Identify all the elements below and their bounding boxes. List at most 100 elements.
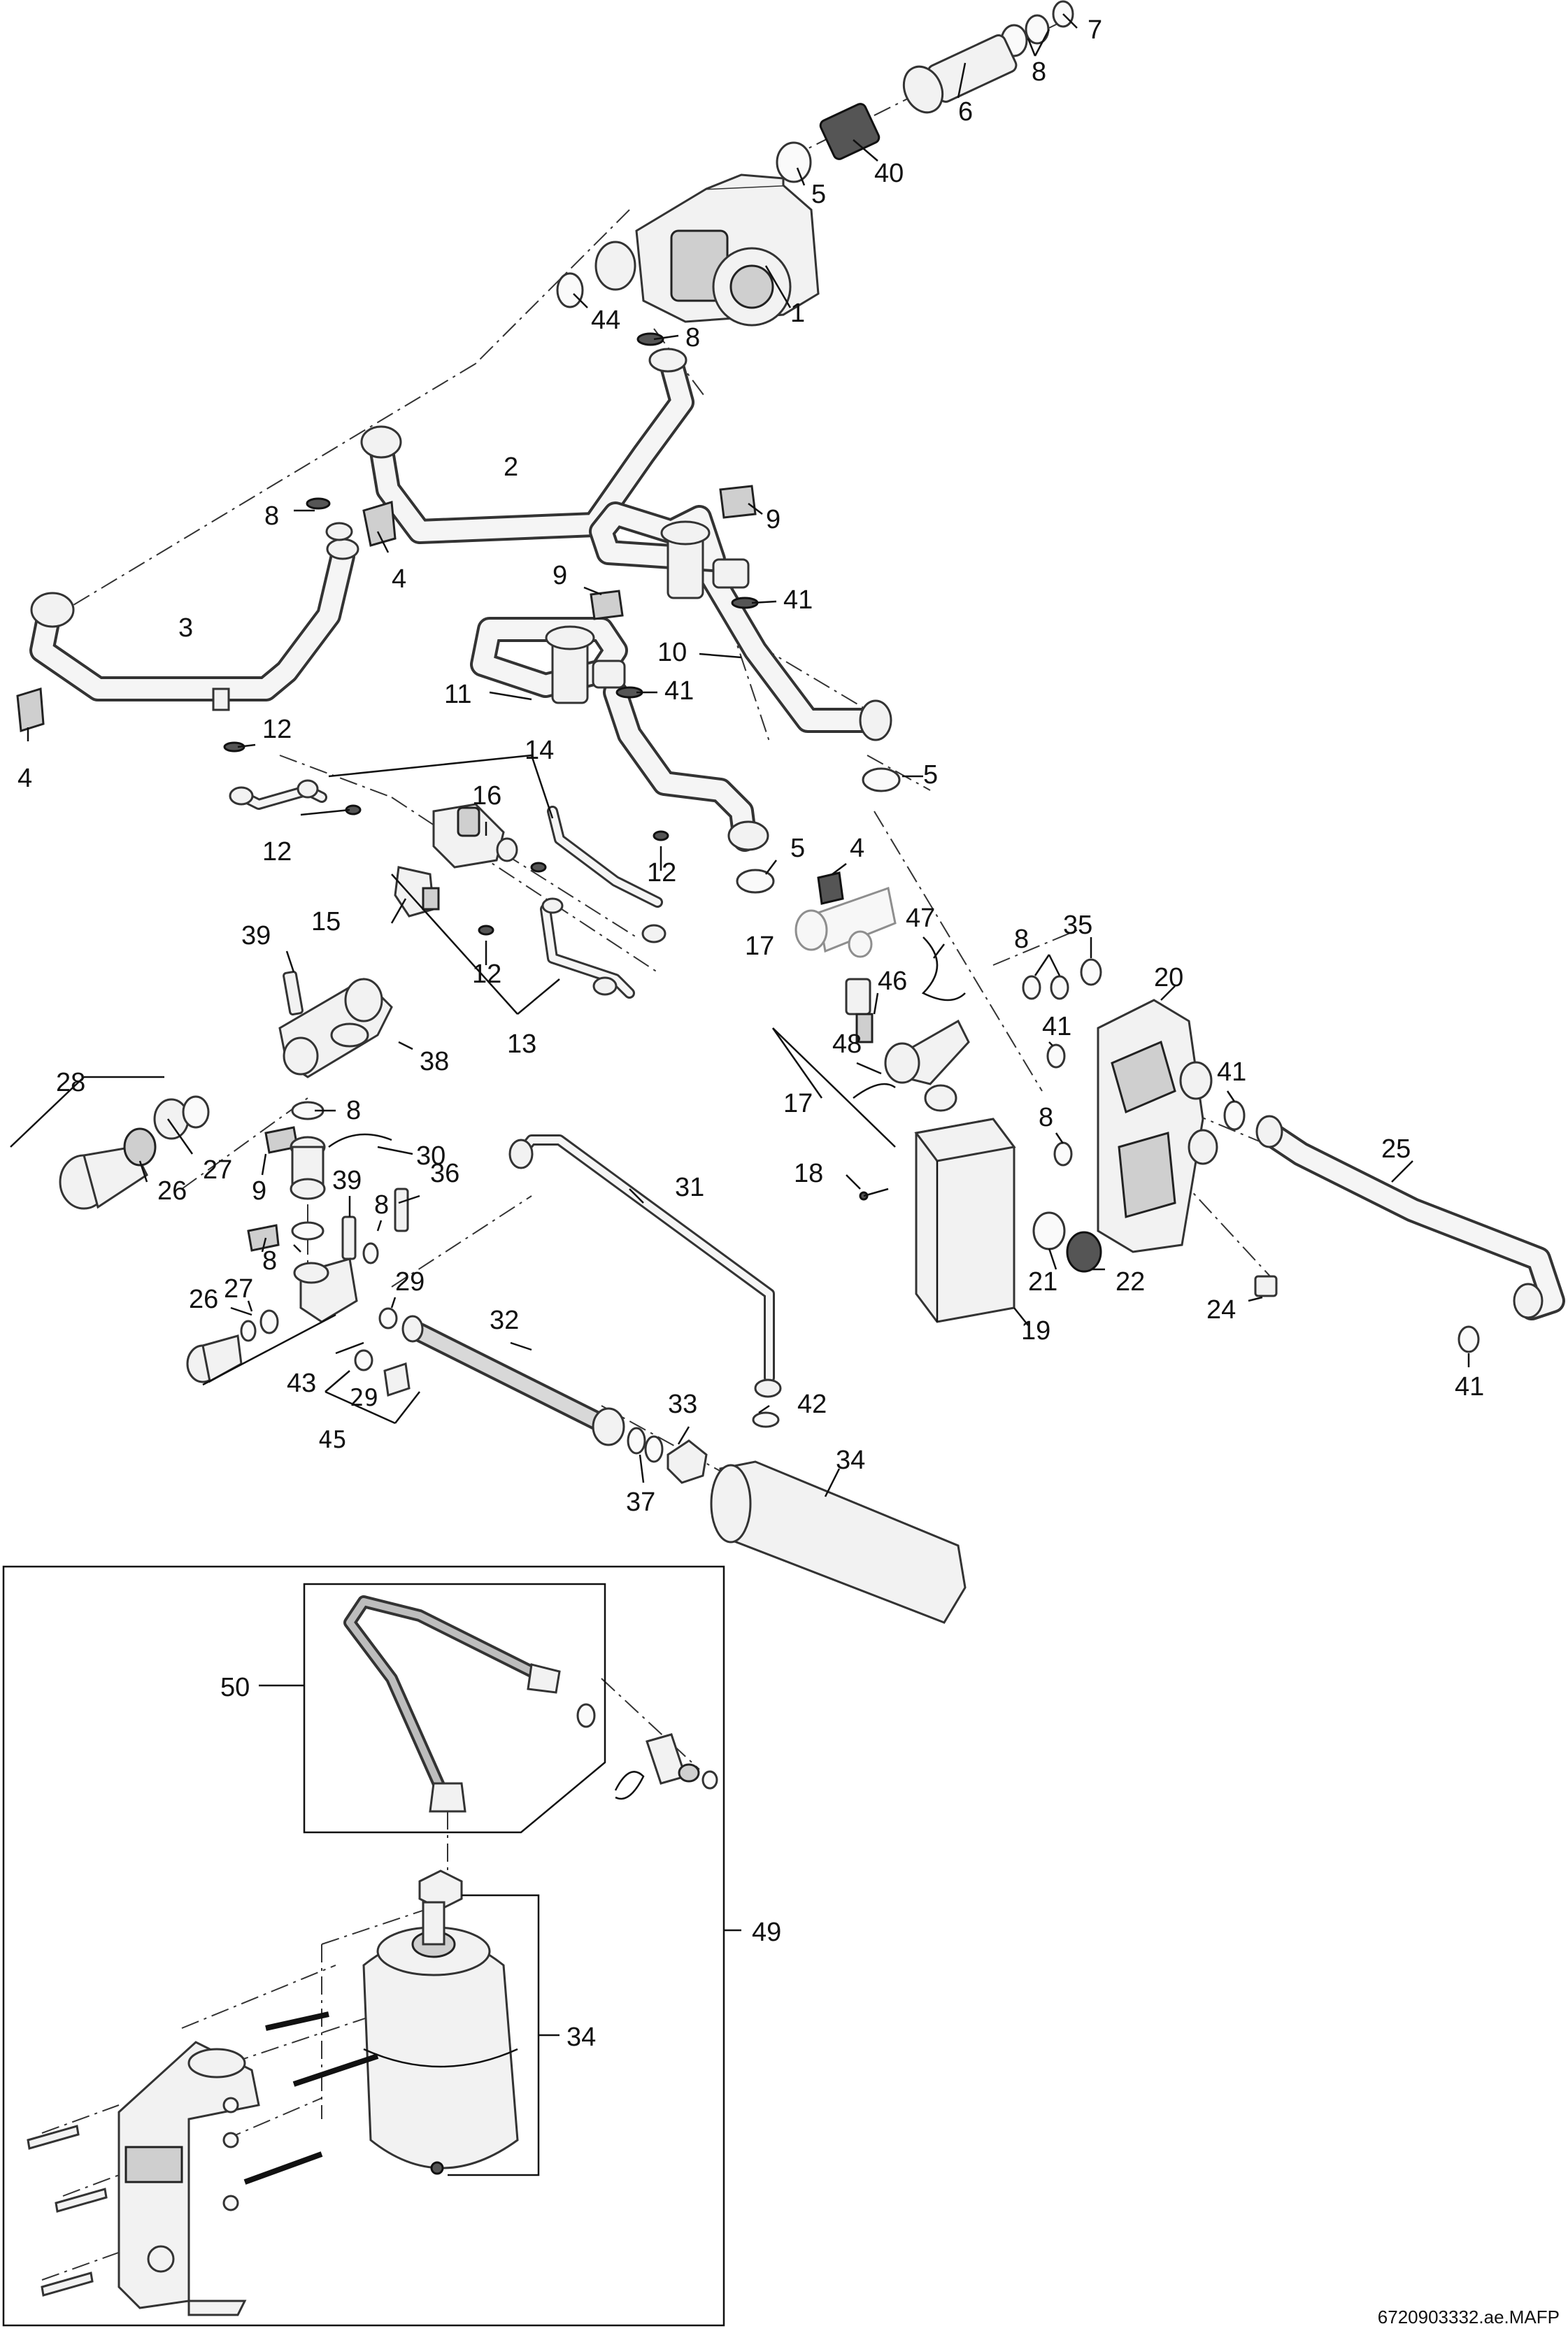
callout-1: 1: [790, 299, 805, 328]
callout-22: 22: [1116, 1267, 1145, 1297]
callout-4: 4: [17, 764, 32, 793]
callout-16: 16: [472, 781, 501, 811]
callout-21: 21: [1028, 1267, 1057, 1297]
callout-9: 9: [553, 561, 567, 590]
callout-8: 8: [374, 1190, 389, 1220]
tee-30-body: [290, 1136, 326, 1200]
callout-8: 8: [262, 1246, 277, 1276]
seal-ring-8-r2: [1050, 975, 1069, 1000]
seal-ring-41-c: [1457, 1325, 1480, 1353]
callout-44: 44: [591, 306, 620, 335]
pump-group: [556, 0, 1074, 346]
callout-12: 12: [647, 858, 676, 888]
callout-39: 39: [241, 921, 271, 950]
callout-32: 32: [490, 1306, 519, 1335]
flex-hose-50: [343, 1595, 561, 1813]
callout-40: 40: [874, 159, 904, 188]
clip-39-bottom: [341, 1216, 357, 1260]
callout-18: 18: [794, 1159, 823, 1188]
connector-17-ghost: [794, 887, 897, 958]
o-ring-12-c: [478, 925, 494, 936]
callout-41: 41: [1217, 1057, 1246, 1087]
seal-ring-41-a: [1046, 1043, 1066, 1069]
kit-frame-49: [2, 1565, 725, 2327]
callout-41: 41: [1042, 1012, 1071, 1041]
expansion-tank-34: [710, 1460, 967, 1624]
hydraulic-block-20: [1097, 999, 1218, 1253]
connector-17: [884, 1019, 970, 1112]
valve-15: [394, 866, 440, 918]
callout-4: 4: [850, 834, 864, 863]
seal-ring-37-a: [627, 1427, 646, 1455]
callout-41: 41: [783, 585, 813, 615]
o-ring-12-b: [530, 862, 547, 873]
seal-ring-35: [1080, 958, 1102, 986]
leader-lines: [10, 13, 1470, 2176]
seal-ring-22: [1066, 1231, 1102, 1273]
flexible-pipe-32: [401, 1315, 625, 1446]
callout-48: 48: [832, 1029, 862, 1059]
plug-45: [383, 1362, 411, 1397]
sensor-46: [845, 978, 874, 1043]
seal-ring-29-a: [378, 1307, 398, 1330]
callout-33: 33: [668, 1390, 697, 1419]
callout-25: 25: [1381, 1134, 1411, 1164]
callout-4: 4: [392, 564, 406, 594]
callout-8: 8: [1014, 925, 1029, 954]
plug-26: [186, 1334, 243, 1383]
callout-8: 8: [264, 501, 279, 531]
callout-7: 7: [1088, 15, 1102, 45]
clip-4-a: [325, 501, 397, 547]
callout-12: 12: [262, 715, 292, 744]
seal-ring-37-b: [644, 1435, 664, 1463]
sensor-cable-30: [328, 1133, 392, 1148]
o-ring-12-d: [653, 830, 669, 841]
seal-ring-42: [752, 1411, 780, 1428]
callout-12: 12: [262, 837, 292, 867]
callout-3: 3: [178, 613, 193, 643]
callout-19: 19: [1021, 1316, 1050, 1346]
callout-8: 8: [685, 323, 700, 352]
clip-36: [394, 1188, 409, 1232]
clip-4-b: [16, 687, 45, 732]
clip-48: [853, 1083, 896, 1099]
callout-9: 9: [252, 1176, 266, 1206]
o-ring-8-left: [306, 497, 331, 510]
callout-5: 5: [811, 180, 826, 209]
valve-43: [293, 1257, 358, 1323]
callout-43: 43: [287, 1369, 316, 1398]
callout-17: 17: [745, 932, 774, 961]
expansion-tank-34-bottom: [362, 1901, 519, 2175]
seal-ring-5-right: [862, 767, 901, 792]
callout-26: 26: [157, 1176, 187, 1206]
union-connector-6: [902, 34, 1018, 114]
nut-33: [667, 1439, 708, 1484]
callout-8: 8: [346, 1096, 361, 1125]
callout-17: 17: [783, 1089, 813, 1118]
callout-20: 20: [1154, 963, 1183, 992]
callout-26: 26: [189, 1285, 218, 1314]
kit-box-50: [303, 1583, 606, 1834]
callout-36: 36: [430, 1159, 459, 1188]
callout-41: 41: [664, 676, 694, 706]
callouts: 1 2 3 4 4 4 5 5 5 6 7 8 8 8 8 8 8 8 8 9 …: [17, 15, 1484, 2052]
callout-27: 27: [224, 1274, 253, 1304]
clip-9-top: [719, 485, 757, 519]
callout-15: 15: [311, 907, 341, 936]
callout-38: 38: [420, 1047, 449, 1076]
callout-45: 45: [318, 1426, 347, 1454]
seal-ring-8-m3: [362, 1242, 379, 1264]
seal-ring-44: [556, 272, 584, 308]
callout-8: 8: [1032, 57, 1046, 87]
callout-34: 34: [566, 2023, 596, 2052]
callout-5: 5: [790, 834, 805, 863]
callout-11: 11: [444, 680, 471, 709]
seal-ring-41-b: [1223, 1100, 1246, 1131]
seal-ring-5-top: [776, 141, 812, 183]
seal-ring-8-r1: [1022, 975, 1041, 1000]
callout-46: 46: [878, 967, 907, 996]
callout-27: 27: [203, 1155, 232, 1185]
clip-39-top: [283, 971, 304, 1015]
callout-8: 8: [1039, 1103, 1053, 1132]
filter-insert-40: [819, 103, 881, 160]
